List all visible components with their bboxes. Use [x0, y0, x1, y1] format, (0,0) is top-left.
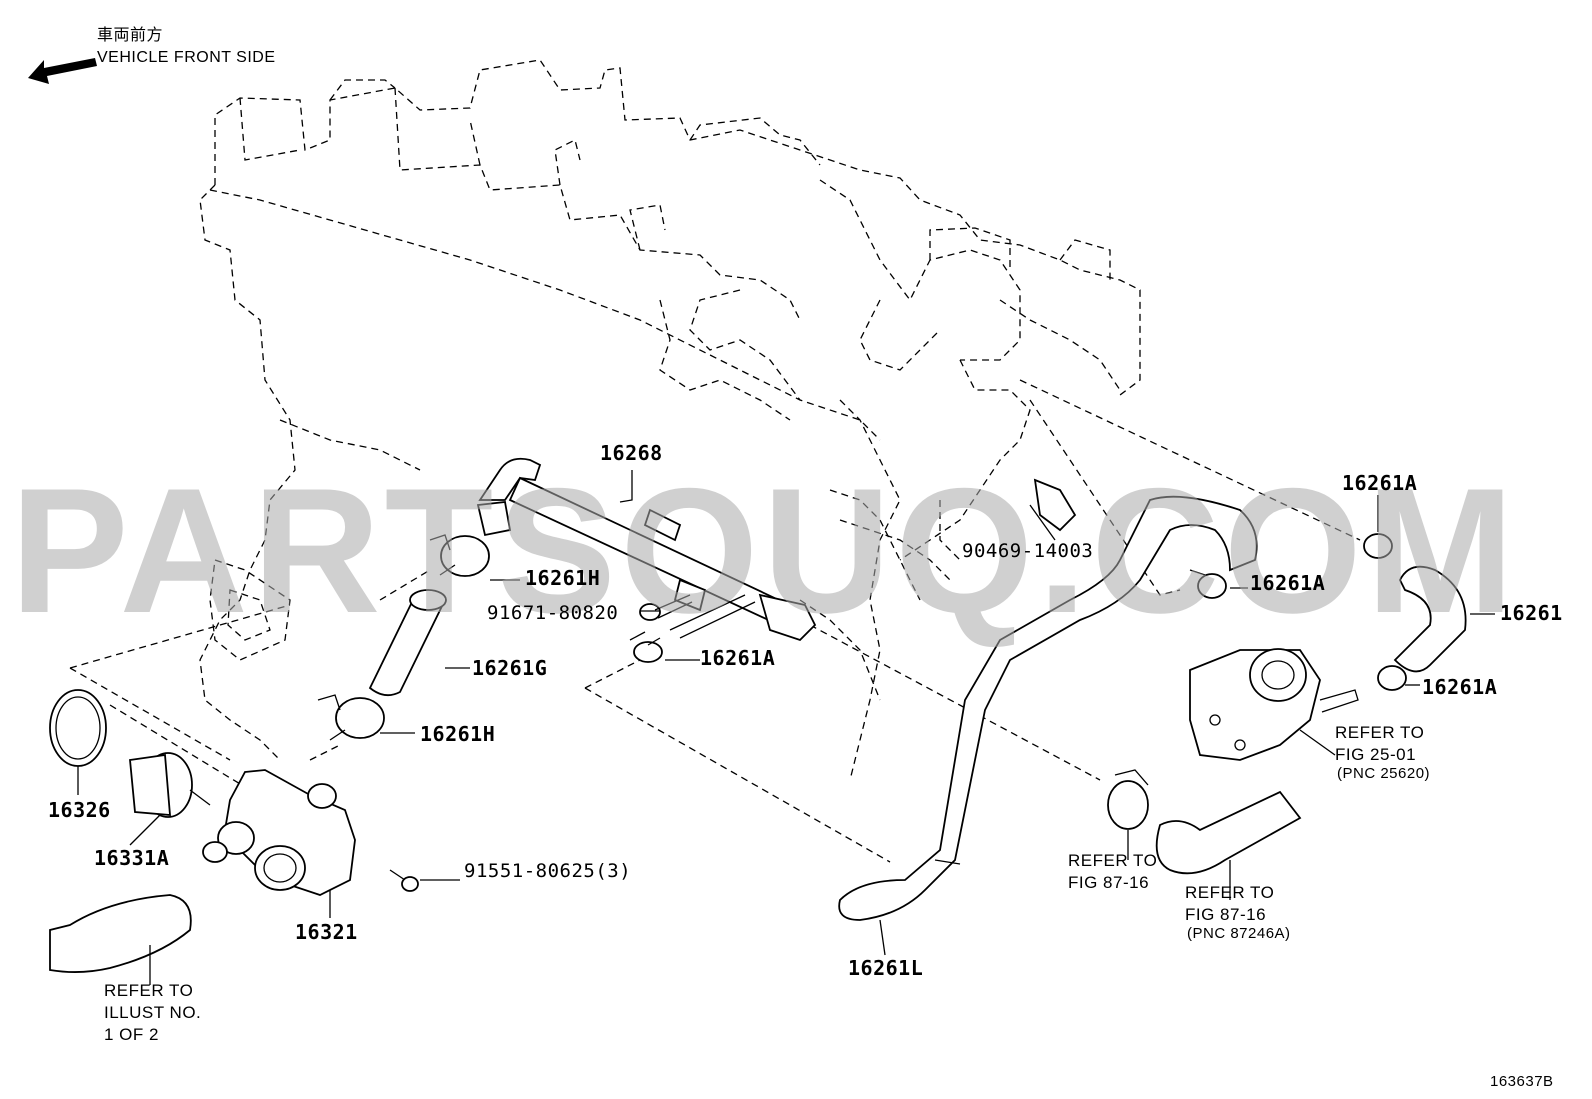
part-16261[interactable]: 16261: [1500, 601, 1563, 625]
part-16268[interactable]: 16268: [600, 441, 663, 465]
water-inlet-housing-16321: [202, 769, 356, 896]
throttle-body: [1189, 648, 1359, 761]
clamp-16261A-top-right: [1363, 533, 1393, 559]
part-16326[interactable]: 16326: [48, 798, 111, 822]
hose-16261G: [368, 589, 447, 697]
hose-16261L: [838, 495, 1258, 921]
hose-fig-87-16: [1155, 790, 1302, 875]
leader-lines: [77, 470, 1495, 985]
part-91551-80625[interactable]: 91551-80625(3): [464, 860, 632, 882]
figure-id: 163637B: [1490, 1073, 1554, 1090]
clamp-16261A-right: [1189, 569, 1227, 599]
direction-jp: 車両前方: [97, 27, 164, 44]
part-16331A[interactable]: 16331A: [94, 846, 170, 870]
hose-16261: [1393, 565, 1467, 673]
clip-90469-14003: [1033, 478, 1077, 532]
clamp-16261A-mid: [629, 631, 663, 663]
direction-en: VEHICLE FRONT SIDE: [97, 49, 276, 66]
front-arrow-icon: [28, 58, 97, 84]
note-refer-fig-87-16-a[interactable]: REFER TO FIG 87-16: [1068, 851, 1158, 892]
note-pnc-25620: (PNC 25620): [1337, 765, 1431, 782]
radiator-hose-lower: [49, 894, 192, 973]
part-16261A-mid[interactable]: 16261A: [700, 646, 776, 670]
part-16261A-low-right[interactable]: 16261A: [1422, 675, 1498, 699]
clamp-16261H-top: [429, 534, 490, 577]
part-16261H-top[interactable]: 16261H: [525, 566, 601, 590]
guide-lines: [69, 379, 1361, 863]
note-refer-illust[interactable]: REFER TO ILLUST NO. 1 OF 2: [104, 981, 202, 1044]
part-90469-14003[interactable]: 90469-14003: [962, 540, 1094, 562]
part-16261G[interactable]: 16261G: [472, 656, 548, 680]
note-pnc-87246a: (PNC 87246A): [1187, 925, 1291, 942]
engine-outline: [199, 59, 1141, 781]
clamp-16261A-low-right: [1377, 665, 1407, 691]
part-16321[interactable]: 16321: [295, 920, 358, 944]
part-16261L[interactable]: 16261L: [848, 956, 924, 980]
note-refer-fig-25-01[interactable]: REFER TO FIG 25-01: [1335, 723, 1425, 764]
gasket-16326: [49, 689, 107, 767]
part-91671-80820[interactable]: 91671-80820: [487, 602, 619, 624]
part-16261A-right[interactable]: 16261A: [1250, 571, 1326, 595]
note-refer-fig-87-16-b[interactable]: REFER TO FIG 87-16: [1185, 883, 1275, 924]
thermostat-16331A: [129, 752, 211, 818]
clamp-16261H-low: [317, 694, 385, 741]
pipe-16268: [476, 457, 817, 642]
part-16261H-low[interactable]: 16261H: [420, 722, 496, 746]
bolt-91671-80820: [639, 594, 693, 621]
clamp-fig-87-16: [1107, 769, 1149, 830]
part-16261A-top[interactable]: 16261A: [1342, 471, 1418, 495]
bolt-91551-80625: [389, 869, 419, 892]
